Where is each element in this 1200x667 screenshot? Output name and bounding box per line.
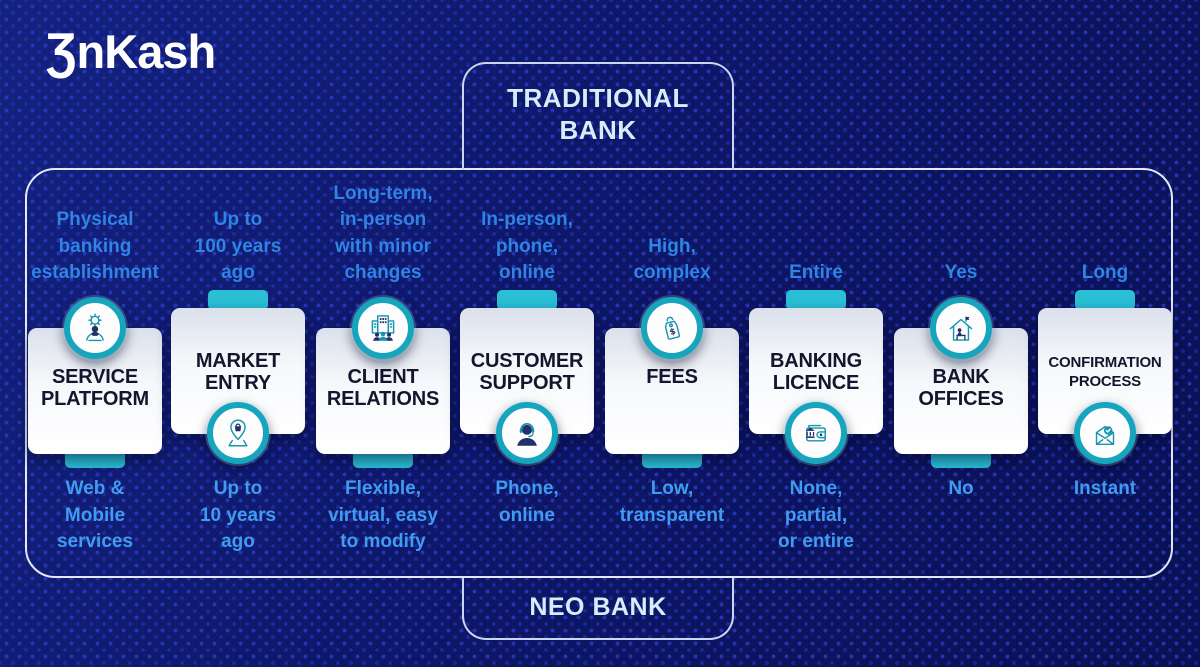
neo-value: Phone, online — [495, 478, 559, 526]
bank-offices-icon — [930, 297, 992, 359]
fees-icon: $ — [641, 297, 703, 359]
column-banking-licence: Entire BANKING LICENCE None, partial, or… — [731, 0, 901, 667]
column-fees: High, complex FEES $ Low, transparent — [587, 0, 757, 667]
column-client-relations: Long-term, in-person with minor changes … — [298, 0, 468, 667]
traditional-value: Long-term, in-person with minor changes — [333, 182, 433, 284]
neo-bank-label-text: NEO BANK — [529, 593, 667, 622]
category-card: BANK OFFICES — [894, 328, 1028, 454]
connector-tab — [208, 290, 268, 310]
category-card: CLIENT RELATIONS — [316, 328, 450, 454]
category-title: FEES — [646, 366, 698, 388]
neo-value: No — [948, 478, 974, 499]
neo-value: Web & Mobile services — [56, 478, 134, 553]
column-service-platform: Physical banking establishment SERVICE P… — [10, 0, 180, 667]
traditional-value: Up to 100 years ago — [194, 209, 282, 284]
category-title: SERVICE PLATFORM — [40, 366, 149, 411]
column-bank-offices: Yes BANK OFFICES No — [876, 0, 1046, 667]
neo-value: Up to 10 years ago — [199, 478, 277, 553]
service-platform-icon — [64, 297, 126, 359]
traditional-value: High, complex — [633, 235, 711, 284]
customer-support-icon — [496, 402, 558, 464]
traditional-bank-label: TRADITIONAL BANK — [462, 62, 734, 170]
traditional-value: Physical banking establishment — [31, 209, 159, 284]
neo-value: Low, transparent — [619, 478, 725, 526]
neo-value: Flexible, virtual, easy to modify — [328, 478, 438, 553]
enkash-logo-glyph: Ʒ — [46, 23, 77, 79]
category-title: MARKET ENTRY — [195, 350, 281, 395]
traditional-value: Long — [1081, 262, 1129, 284]
traditional-value: In-person, phone, online — [481, 209, 573, 284]
market-entry-icon — [207, 402, 269, 464]
traditional-bank-label-text: TRADITIONAL BANK — [507, 82, 689, 146]
svg-text:$: $ — [669, 327, 677, 338]
neo-value: None, partial, or entire — [777, 478, 855, 553]
connector-tab — [786, 290, 846, 310]
connector-tab — [497, 290, 557, 310]
column-market-entry: Up to 100 years ago MARKET ENTRY Up to 1… — [153, 0, 323, 667]
client-relations-icon — [352, 297, 414, 359]
category-title: CUSTOMER SUPPORT — [470, 350, 584, 395]
neo-value: Instant — [1073, 478, 1137, 499]
connector-tab — [1075, 290, 1135, 310]
confirmation-process-icon — [1074, 402, 1136, 464]
banking-licence-icon — [785, 402, 847, 464]
category-title: CONFIRMATION PROCESS — [1048, 354, 1162, 390]
comparison-panel — [25, 168, 1173, 578]
neo-bank-label: NEO BANK — [462, 578, 734, 640]
category-title: CLIENT RELATIONS — [326, 366, 440, 411]
column-customer-support: In-person, phone, online CUSTOMER SUPPOR… — [442, 0, 612, 667]
traditional-value: Yes — [944, 262, 978, 284]
enkash-logo-text: nKash — [76, 25, 217, 78]
column-confirmation-process: Long CONFIRMATION PROCESS Instant — [1020, 0, 1190, 667]
category-title: BANK OFFICES — [918, 366, 1004, 411]
traditional-value: Entire — [789, 262, 843, 284]
category-title: BANKING LICENCE — [770, 350, 862, 395]
